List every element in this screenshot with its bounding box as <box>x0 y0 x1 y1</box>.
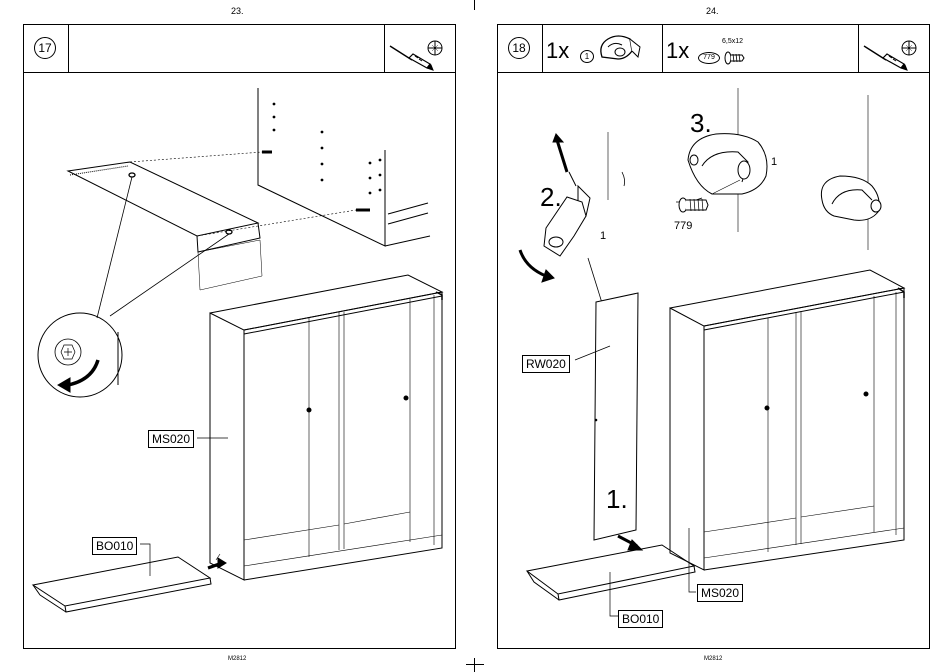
ms-part-label: MS020 <box>697 584 743 602</box>
part-callout: 1 <box>600 230 606 242</box>
part-callout: 779 <box>674 220 692 232</box>
sequence-label-2: 2. <box>540 182 562 213</box>
sequence-label-3: 3. <box>690 108 712 139</box>
bo-part-label: BO010 <box>618 610 663 628</box>
sequence-label-1: 1. <box>606 484 628 515</box>
rw-part-label: RW020 <box>522 355 570 373</box>
part-callout: 1 <box>771 156 777 168</box>
footer-code: M2812 <box>704 656 722 662</box>
